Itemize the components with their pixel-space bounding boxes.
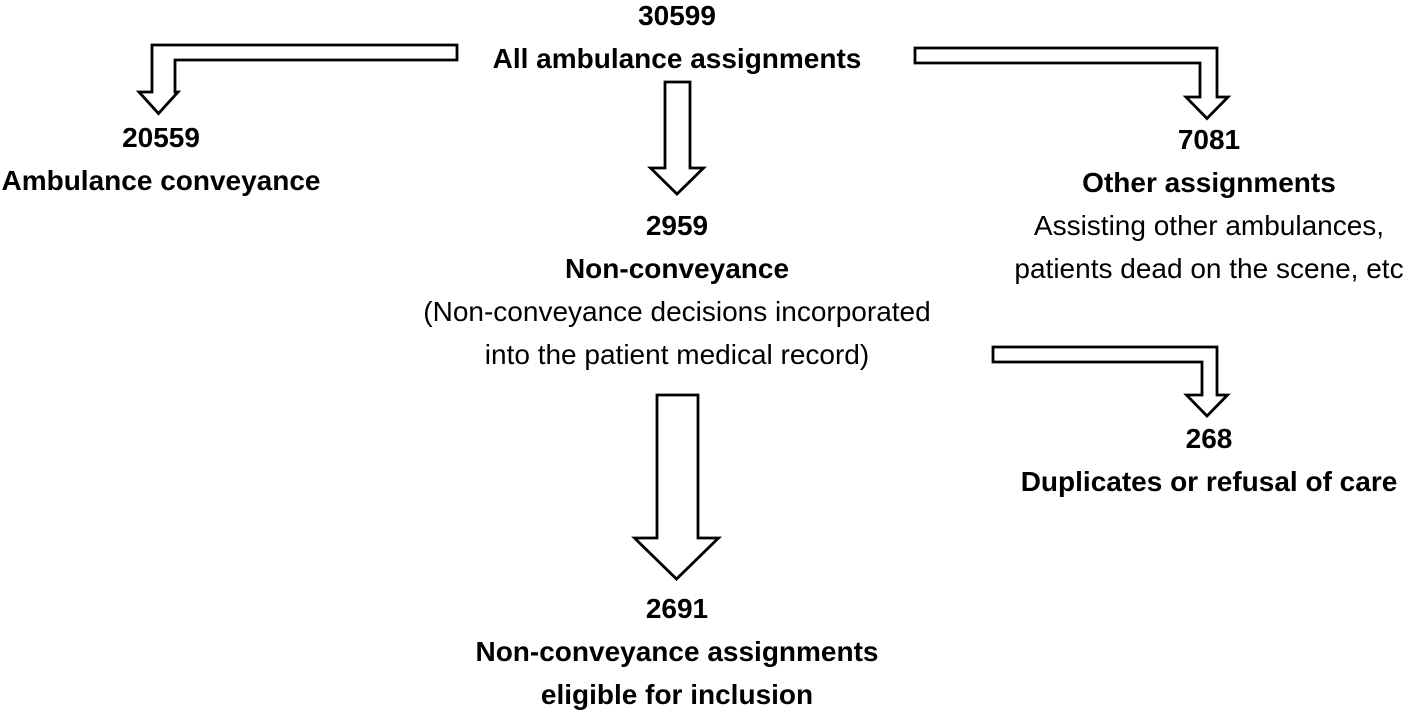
node-non-conveyance-count: 2959 [645, 210, 709, 241]
node-non-conveyance-note-line1: (Non-conveyance decisions incorporated [423, 296, 931, 327]
node-other-assignments: 7081 Other assignments Assisting other a… [999, 118, 1418, 290]
node-all-assignments-count: 30599 [638, 0, 716, 31]
arrow-all-to-non-conveyance-icon [647, 80, 707, 196]
node-non-conveyance: 2959 Non-conveyance (Non-conveyance deci… [417, 204, 937, 376]
node-other-assignments-count: 7081 [1177, 124, 1241, 155]
node-ambulance-conveyance: 20559 Ambulance conveyance [0, 116, 322, 202]
node-all-assignments: 30599 All ambulance assignments [467, 0, 887, 80]
node-duplicates: 268 Duplicates or refusal of care [1004, 417, 1414, 503]
node-eligible-count: 2691 [645, 593, 709, 624]
arrow-all-to-other-icon [913, 46, 1232, 121]
node-eligible-title-line1: Non-conveyance assignments [475, 636, 879, 667]
node-non-conveyance-note-line2: into the patient medical record) [484, 339, 870, 370]
node-all-assignments-title: All ambulance assignments [492, 43, 862, 74]
node-other-assignments-title: Other assignments [1082, 167, 1336, 198]
node-eligible-title-line2: eligible for inclusion [540, 679, 814, 710]
node-other-assignments-note-line2: patients dead on the scene, etc [1014, 253, 1404, 284]
node-ambulance-conveyance-title: Ambulance conveyance [1, 165, 321, 196]
arrow-non-conveyance-to-duplicates-icon [991, 345, 1231, 419]
node-other-assignments-note-line1: Assisting other ambulances, [1033, 210, 1385, 241]
node-ambulance-conveyance-count: 20559 [122, 122, 200, 153]
node-eligible: 2691 Non-conveyance assignments eligible… [467, 587, 887, 715]
arrow-all-to-conveyance-icon [135, 43, 459, 116]
node-duplicates-title: Duplicates or refusal of care [1020, 466, 1398, 497]
node-non-conveyance-title: Non-conveyance [564, 253, 790, 284]
node-duplicates-count: 268 [1185, 423, 1233, 454]
arrow-non-conveyance-to-eligible-icon [631, 393, 722, 581]
